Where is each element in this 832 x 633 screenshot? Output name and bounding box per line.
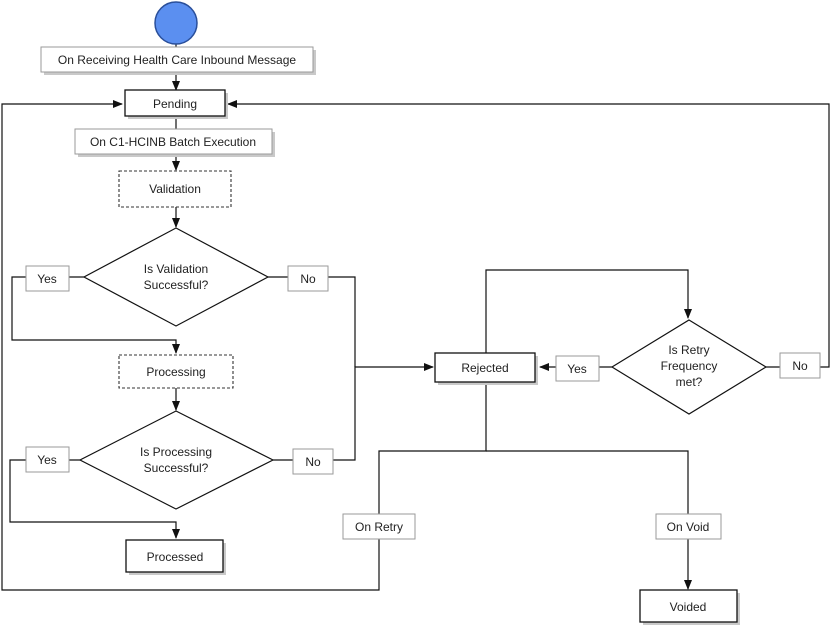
edge-label-validation-no: No [287,265,329,292]
trigger-inbound-label: On Receiving Health Care Inbound Message [58,53,296,67]
decision-retry-line1: Is Retry [668,343,709,357]
step-validation: Validation [118,170,232,208]
edge-label-on-void-text: On Void [667,520,710,534]
edge-label-processing-yes: Yes [25,446,70,473]
edge-label-processing-yes-text: Yes [37,453,57,467]
state-rejected: Rejected [434,352,538,385]
edge-label-on-retry-text: On Retry [355,520,403,534]
decision-retry-line2: Frequency [661,359,718,373]
state-processed: Processed [125,539,226,575]
trigger-inbound-message: On Receiving Health Care Inbound Message [40,46,316,75]
edge-label-retry-yes-text: Yes [567,362,587,376]
decision-processing-line1: Is Processing [140,445,212,459]
start-node [154,1,198,45]
edge-label-validation-yes: Yes [25,265,70,292]
decision-validation: Is Validation Successful? [82,227,270,327]
connector-processing-no [273,363,434,461]
step-processing-label: Processing [146,365,205,379]
decision-validation-line2: Successful? [144,278,209,292]
edge-label-validation-yes-text: Yes [37,272,57,286]
decision-processing: Is Processing Successful? [78,410,275,510]
edge-label-processing-no: No [292,448,334,475]
edge-label-validation-no-text: No [300,272,316,286]
edge-label-retry-no-text: No [792,359,808,373]
edge-label-on-retry: On Retry [342,513,416,540]
connector-retry-no [227,100,830,368]
state-processed-label: Processed [147,550,204,564]
edge-label-processing-no-text: No [305,455,321,469]
edge-label-on-void: On Void [655,513,722,540]
state-rejected-label: Rejected [461,361,508,375]
state-pending-label: Pending [153,97,197,111]
edge-label-retry-yes: Yes [555,355,600,382]
state-voided-label: Voided [670,600,707,614]
step-processing: Processing [118,354,234,389]
connectors [1,42,830,591]
state-pending: Pending [124,89,228,119]
decision-validation-line1: Is Validation [144,262,208,276]
trigger-batch-label: On C1-HCINB Batch Execution [90,135,256,149]
state-voided: Voided [639,589,740,625]
decision-retry-frequency: Is Retry Frequency met? [610,319,768,415]
step-validation-label: Validation [149,182,201,196]
connector-rejected-up [485,269,692,353]
decision-retry-line3: met? [676,375,703,389]
edge-label-retry-no: No [779,352,821,379]
decision-processing-line2: Successful? [144,461,209,475]
trigger-batch-execution: On C1-HCINB Batch Execution [74,128,275,157]
connector-on-void [486,450,692,590]
